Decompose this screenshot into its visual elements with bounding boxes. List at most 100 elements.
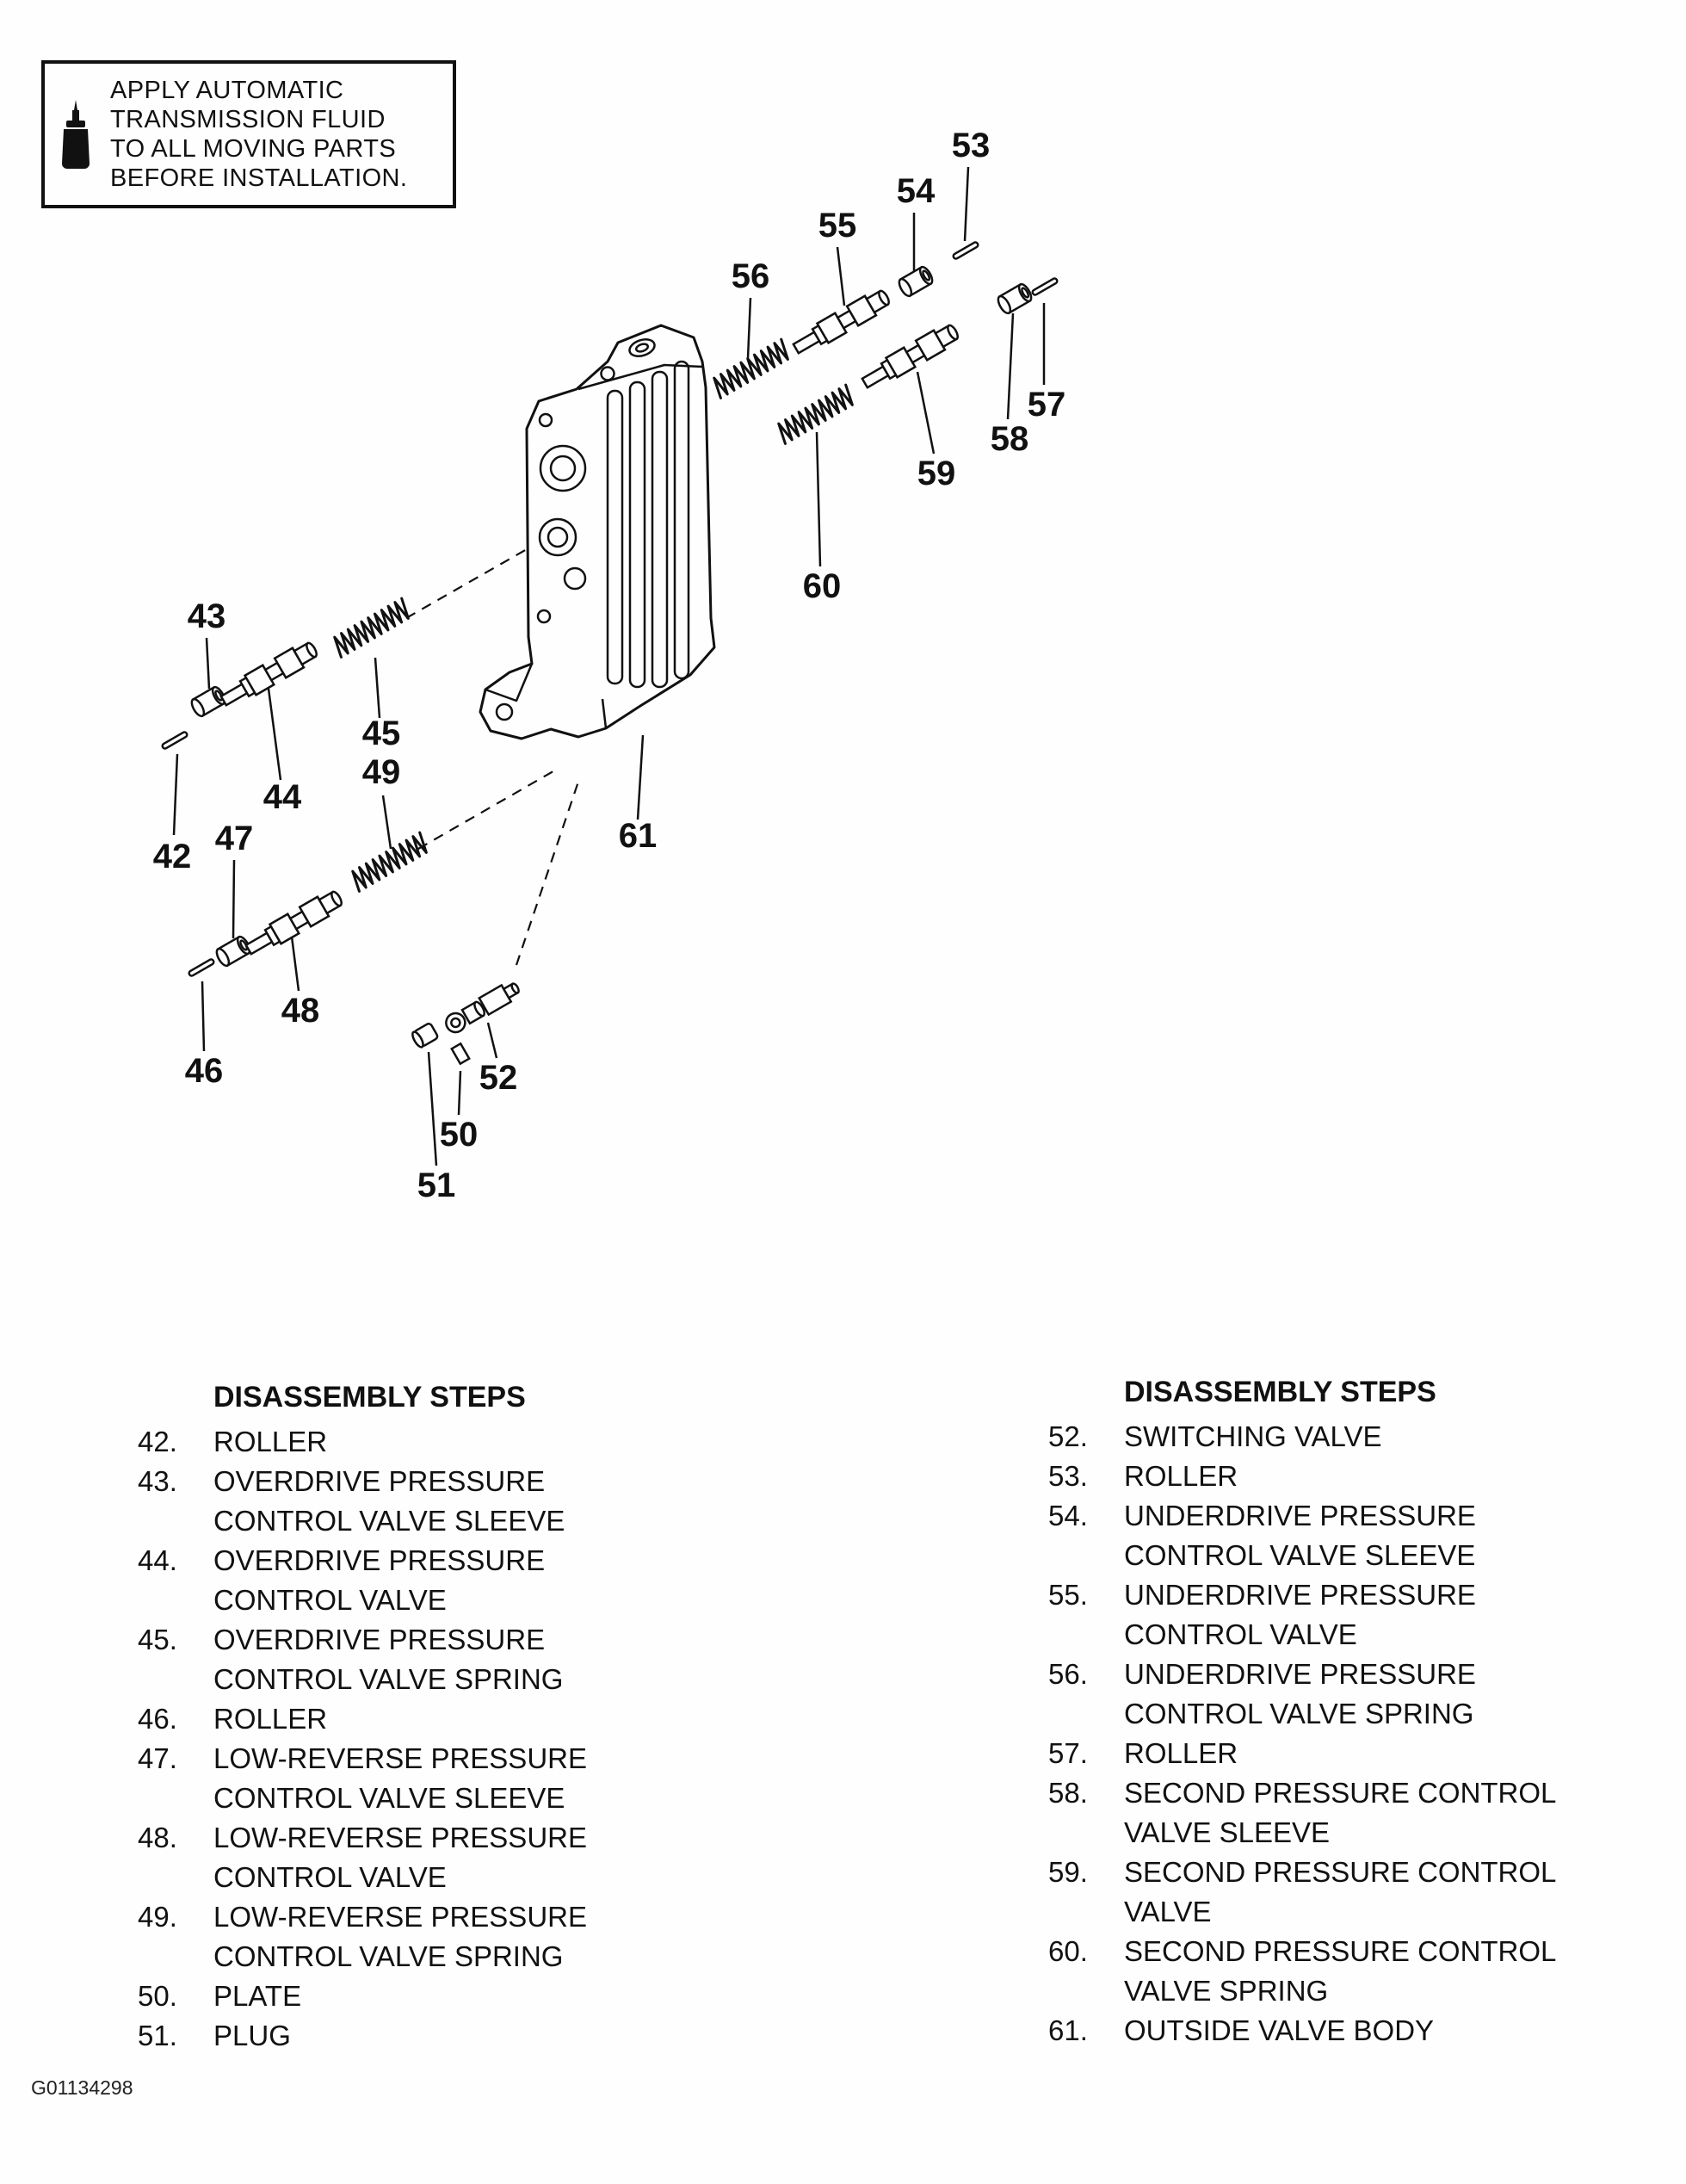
leader-line-42 <box>172 753 179 836</box>
callout-45: 45 <box>362 715 401 752</box>
item-number: 46. <box>138 1703 177 1735</box>
leader-line-48 <box>290 936 300 992</box>
leader-line-61 <box>636 734 645 820</box>
part-roller-57 <box>1030 276 1059 297</box>
item-number-spacer <box>1048 1536 1124 1575</box>
list-item: 55. UNDERDRIVE PRESSURE <box>1048 1575 1634 1615</box>
item-number: 57. <box>1048 1737 1088 1769</box>
item-text: OVERDRIVE PRESSURE <box>213 1624 546 1655</box>
item-number-spacer <box>1048 1892 1124 1932</box>
part-plate-50 <box>450 1043 471 1065</box>
warning-line: APPLY AUTOMATIC <box>110 77 344 104</box>
list-item: 57. ROLLER <box>1048 1734 1634 1773</box>
item-number-spacer <box>138 1581 213 1620</box>
callout-52: 52 <box>479 1059 518 1097</box>
leader-line-46 <box>201 981 206 1052</box>
callout-57: 57 <box>1028 386 1066 424</box>
item-text: CONTROL VALVE <box>213 1861 447 1893</box>
leader-line-49 <box>381 795 392 850</box>
part-valve-59 <box>858 319 963 394</box>
item-text: CONTROL VALVE <box>213 1584 447 1616</box>
item-text: CONTROL VALVE SPRING <box>1124 1698 1474 1729</box>
part-valve-55 <box>789 285 894 360</box>
item-number: 44. <box>138 1544 177 1576</box>
callout-49: 49 <box>362 753 401 791</box>
item-number-spacer <box>138 1858 213 1897</box>
callout-56: 56 <box>732 257 770 295</box>
callout-43: 43 <box>188 597 226 635</box>
list-item: 53.ROLLER <box>1048 1457 1634 1496</box>
list-item-continuation: CONTROL VALVE SPRING <box>1048 1694 1634 1734</box>
warning-box: APPLY AUTOMATIC TRANSMISSION FLUID TO AL… <box>41 60 456 208</box>
item-text: LOW-REVERSE PRESSURE <box>213 1822 587 1853</box>
item-number-spacer <box>1048 1694 1124 1734</box>
list-item: 58.SECOND PRESSURE CONTROL <box>1048 1773 1634 1813</box>
item-number-spacer <box>1048 1971 1124 2011</box>
item-text: SECOND PRESSURE CONTROL <box>1124 1777 1557 1809</box>
list-item-continuation: CONTROL VALVE <box>138 1858 671 1897</box>
item-number: 52. <box>1048 1420 1088 1452</box>
item-text: UNDERDRIVE PRESSURE <box>1124 1579 1476 1611</box>
part-roller-53 <box>951 240 980 261</box>
item-number: 54. <box>1048 1500 1088 1531</box>
callout-55: 55 <box>818 207 857 244</box>
list-item-continuation: CONTROL VALVE <box>138 1581 671 1620</box>
item-number: 53. <box>1048 1460 1088 1492</box>
warning-line: TRANSMISSION FLUID <box>110 106 386 133</box>
item-number: 55. <box>1048 1579 1088 1611</box>
part-outside-valve-body-61 <box>479 324 716 740</box>
part-sleeve-58 <box>994 281 1035 317</box>
part-sleeve-54 <box>895 263 936 300</box>
item-text: VALVE <box>1124 1896 1212 1927</box>
item-text: OUTSIDE VALVE BODY <box>1124 2014 1435 2046</box>
callout-50: 50 <box>440 1116 479 1154</box>
item-number: 43. <box>138 1465 177 1497</box>
list-item: 42.ROLLER <box>138 1422 671 1462</box>
list-item-continuation: CONTROL VALVE <box>1048 1615 1634 1655</box>
list-item: 54.UNDERDRIVE PRESSURE <box>1048 1496 1634 1536</box>
item-number: 59. <box>1048 1856 1088 1888</box>
item-text: ROLLER <box>213 1426 328 1457</box>
item-text: OVERDRIVE PRESSURE <box>213 1465 546 1497</box>
part-spring-56 <box>708 337 794 399</box>
callout-48: 48 <box>281 992 320 1030</box>
item-text: LOW-REVERSE PRESSURE <box>213 1901 587 1933</box>
item-number: 47. <box>138 1742 177 1774</box>
warning-line: TO ALL MOVING PARTS <box>110 135 397 163</box>
disassembly-steps-left: DISASSEMBLY STEPS 42.ROLLER 43. OVERDRIVE… <box>138 1377 671 2056</box>
leader-line-52 <box>486 1022 498 1059</box>
oil-can-icon <box>62 100 90 169</box>
item-number: 60. <box>1048 1935 1088 1967</box>
item-text: ROLLER <box>1124 1737 1238 1769</box>
leader-line-51 <box>427 1051 438 1166</box>
item-text: CONTROL VALVE SPRING <box>213 1940 564 1972</box>
callout-47: 47 <box>215 820 254 857</box>
item-text: CONTROL VALVE <box>1124 1618 1357 1650</box>
list-item: 61. OUTSIDE VALVE BODY <box>1048 2011 1634 2051</box>
list-item: 45.OVERDRIVE PRESSURE <box>138 1620 671 1660</box>
warning-line: BEFORE INSTALLATION. <box>110 164 408 192</box>
part-roller-46 <box>187 957 216 978</box>
list-title: DISASSEMBLY STEPS <box>213 1381 526 1414</box>
item-number: 61. <box>1048 2014 1088 2046</box>
assembly-axis-dashed-line <box>515 778 581 966</box>
list-item: 47. LOW-REVERSE PRESSURE <box>138 1739 671 1779</box>
item-text: VALVE SLEEVE <box>1124 1816 1331 1848</box>
item-number: 49. <box>138 1901 177 1933</box>
list-item: 52.SWITCHING VALVE <box>1048 1417 1634 1457</box>
leader-line-55 <box>836 246 846 306</box>
item-text: VALVE SPRING <box>1124 1975 1329 2007</box>
leader-line-43 <box>205 637 211 690</box>
list-item: 60.SECOND PRESSURE CONTROL <box>1048 1932 1634 1971</box>
item-number: 56. <box>1048 1658 1088 1690</box>
assembly-axis-dashed-line <box>417 768 559 850</box>
item-text: PLATE <box>213 1980 302 2012</box>
item-number: 48. <box>138 1822 177 1853</box>
list-item: 50.PLATE <box>138 1977 671 2016</box>
item-text: LOW-REVERSE PRESSURE <box>213 1742 587 1774</box>
warning-text: APPLY AUTOMATIC TRANSMISSION FLUID TO AL… <box>110 76 407 193</box>
list-item-continuation: CONTROL VALVE SLEEVE <box>1048 1536 1634 1575</box>
callout-54: 54 <box>897 172 936 210</box>
list-item: 46.ROLLER <box>138 1699 671 1739</box>
